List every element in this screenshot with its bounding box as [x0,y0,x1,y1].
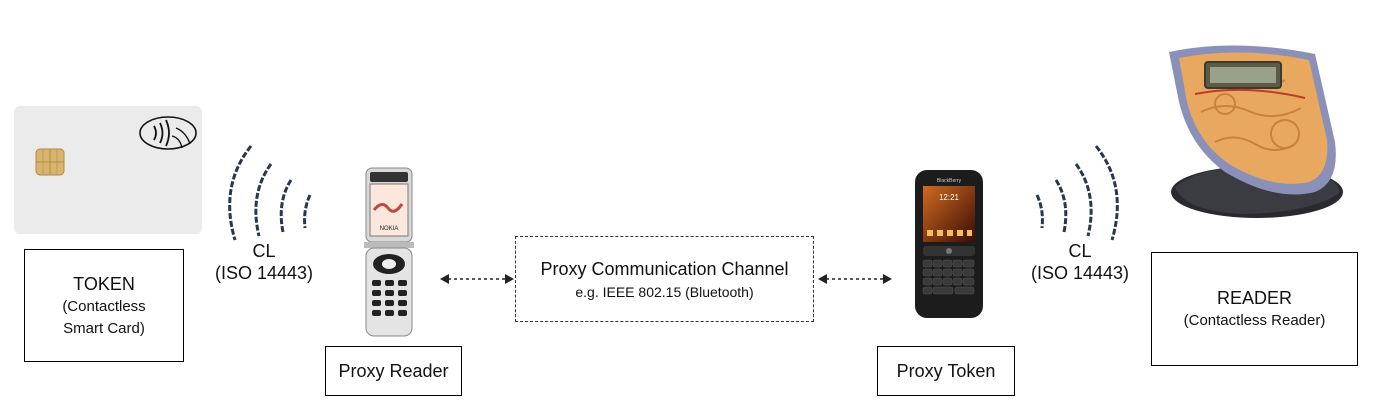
proxy-channel-subtitle: e.g. IEEE 802.15 (Bluetooth) [575,284,754,300]
cl-right-line1: CL [1068,241,1092,261]
reader-subtitle: (Contactless Reader) [1183,312,1326,329]
proxy-channel-title: Proxy Communication Channel [540,259,789,279]
cl-right-label: CL (ISO 14443) [1016,240,1144,284]
radio-wave-icon [228,145,312,241]
radio-wave-icon [1035,145,1119,241]
reader-title: READER [1216,288,1292,308]
svg-text:NOKIA: NOKIA [380,226,399,232]
svg-text:12:21: 12:21 [939,193,960,202]
token-box: TOKEN (Contactless Smart Card) [24,249,184,362]
cl-left-line2: (ISO 14443) [214,263,314,283]
reader-box: READER (Contactless Reader) [1151,252,1358,366]
proxy-token-label: Proxy Token [877,346,1015,396]
token-subtitle-line2: Smart Card) [63,319,145,337]
contactless-card-icon [14,106,202,234]
smartphone-icon: BlackBerry 12:21 [915,170,983,318]
contactless-reader-device-icon [1169,45,1343,218]
proxy-channel-box: Proxy Communication Channel e.g. IEEE 80… [515,236,814,322]
flip-phone-icon: NOKIA [364,167,414,337]
cl-right-line2: (ISO 14443) [1030,263,1130,283]
left-bidirectional-arrow [440,274,514,284]
cl-left-line1: CL [252,241,276,261]
svg-text:BlackBerry: BlackBerry [937,178,962,184]
token-subtitle-line1: (Contactless [62,297,146,315]
cl-left-label: CL (ISO 14443) [200,240,328,284]
proxy-reader-label: Proxy Reader [325,346,462,396]
token-title: TOKEN [73,273,135,294]
right-bidirectional-arrow [818,274,892,284]
